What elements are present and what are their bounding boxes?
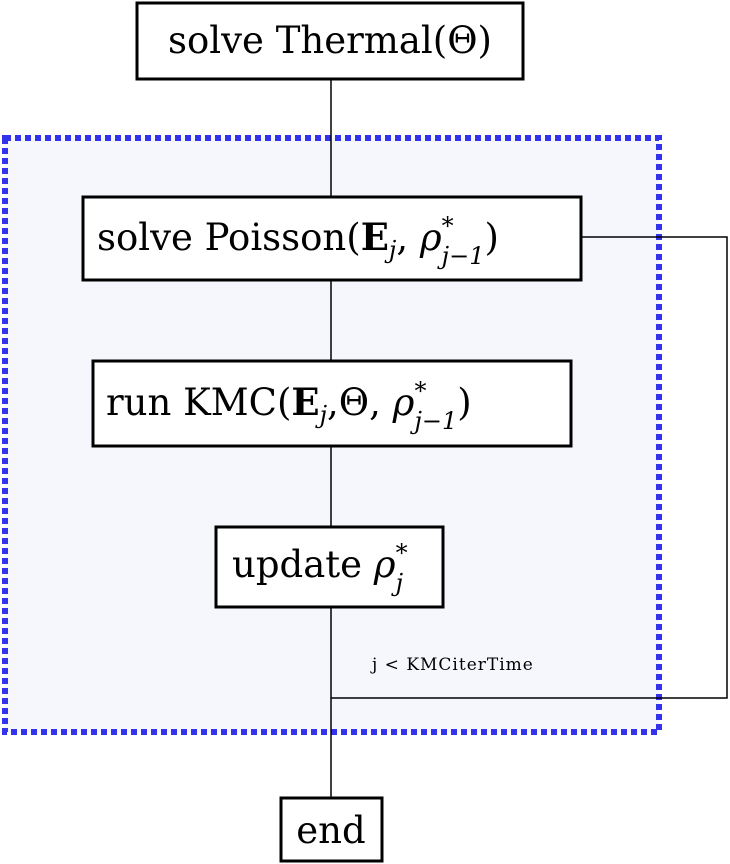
loop-back-edge bbox=[331, 236, 728, 699]
node-solve-poisson: solve Poisson(Ej, ρ*j−1) bbox=[81, 195, 583, 282]
node-solve-thermal-label: solve Thermal(Θ) bbox=[168, 19, 492, 62]
node-update-rho-label: update ρ*j bbox=[232, 539, 408, 597]
loop-condition-label: j < KMCiterTime bbox=[370, 655, 534, 675]
node-end-label: end bbox=[296, 809, 365, 852]
node-solve-poisson-label: solve Poisson(Ej, ρ*j−1) bbox=[97, 212, 499, 270]
node-run-kmc-label: run KMC(Ej,Θ, ρ*j−1) bbox=[106, 377, 472, 435]
node-update-rho: update ρ*j bbox=[214, 525, 445, 609]
node-solve-thermal: solve Thermal(Θ) bbox=[135, 1, 525, 81]
node-run-kmc: run KMC(Ej,Θ, ρ*j−1) bbox=[91, 359, 573, 448]
node-end: end bbox=[279, 796, 384, 863]
